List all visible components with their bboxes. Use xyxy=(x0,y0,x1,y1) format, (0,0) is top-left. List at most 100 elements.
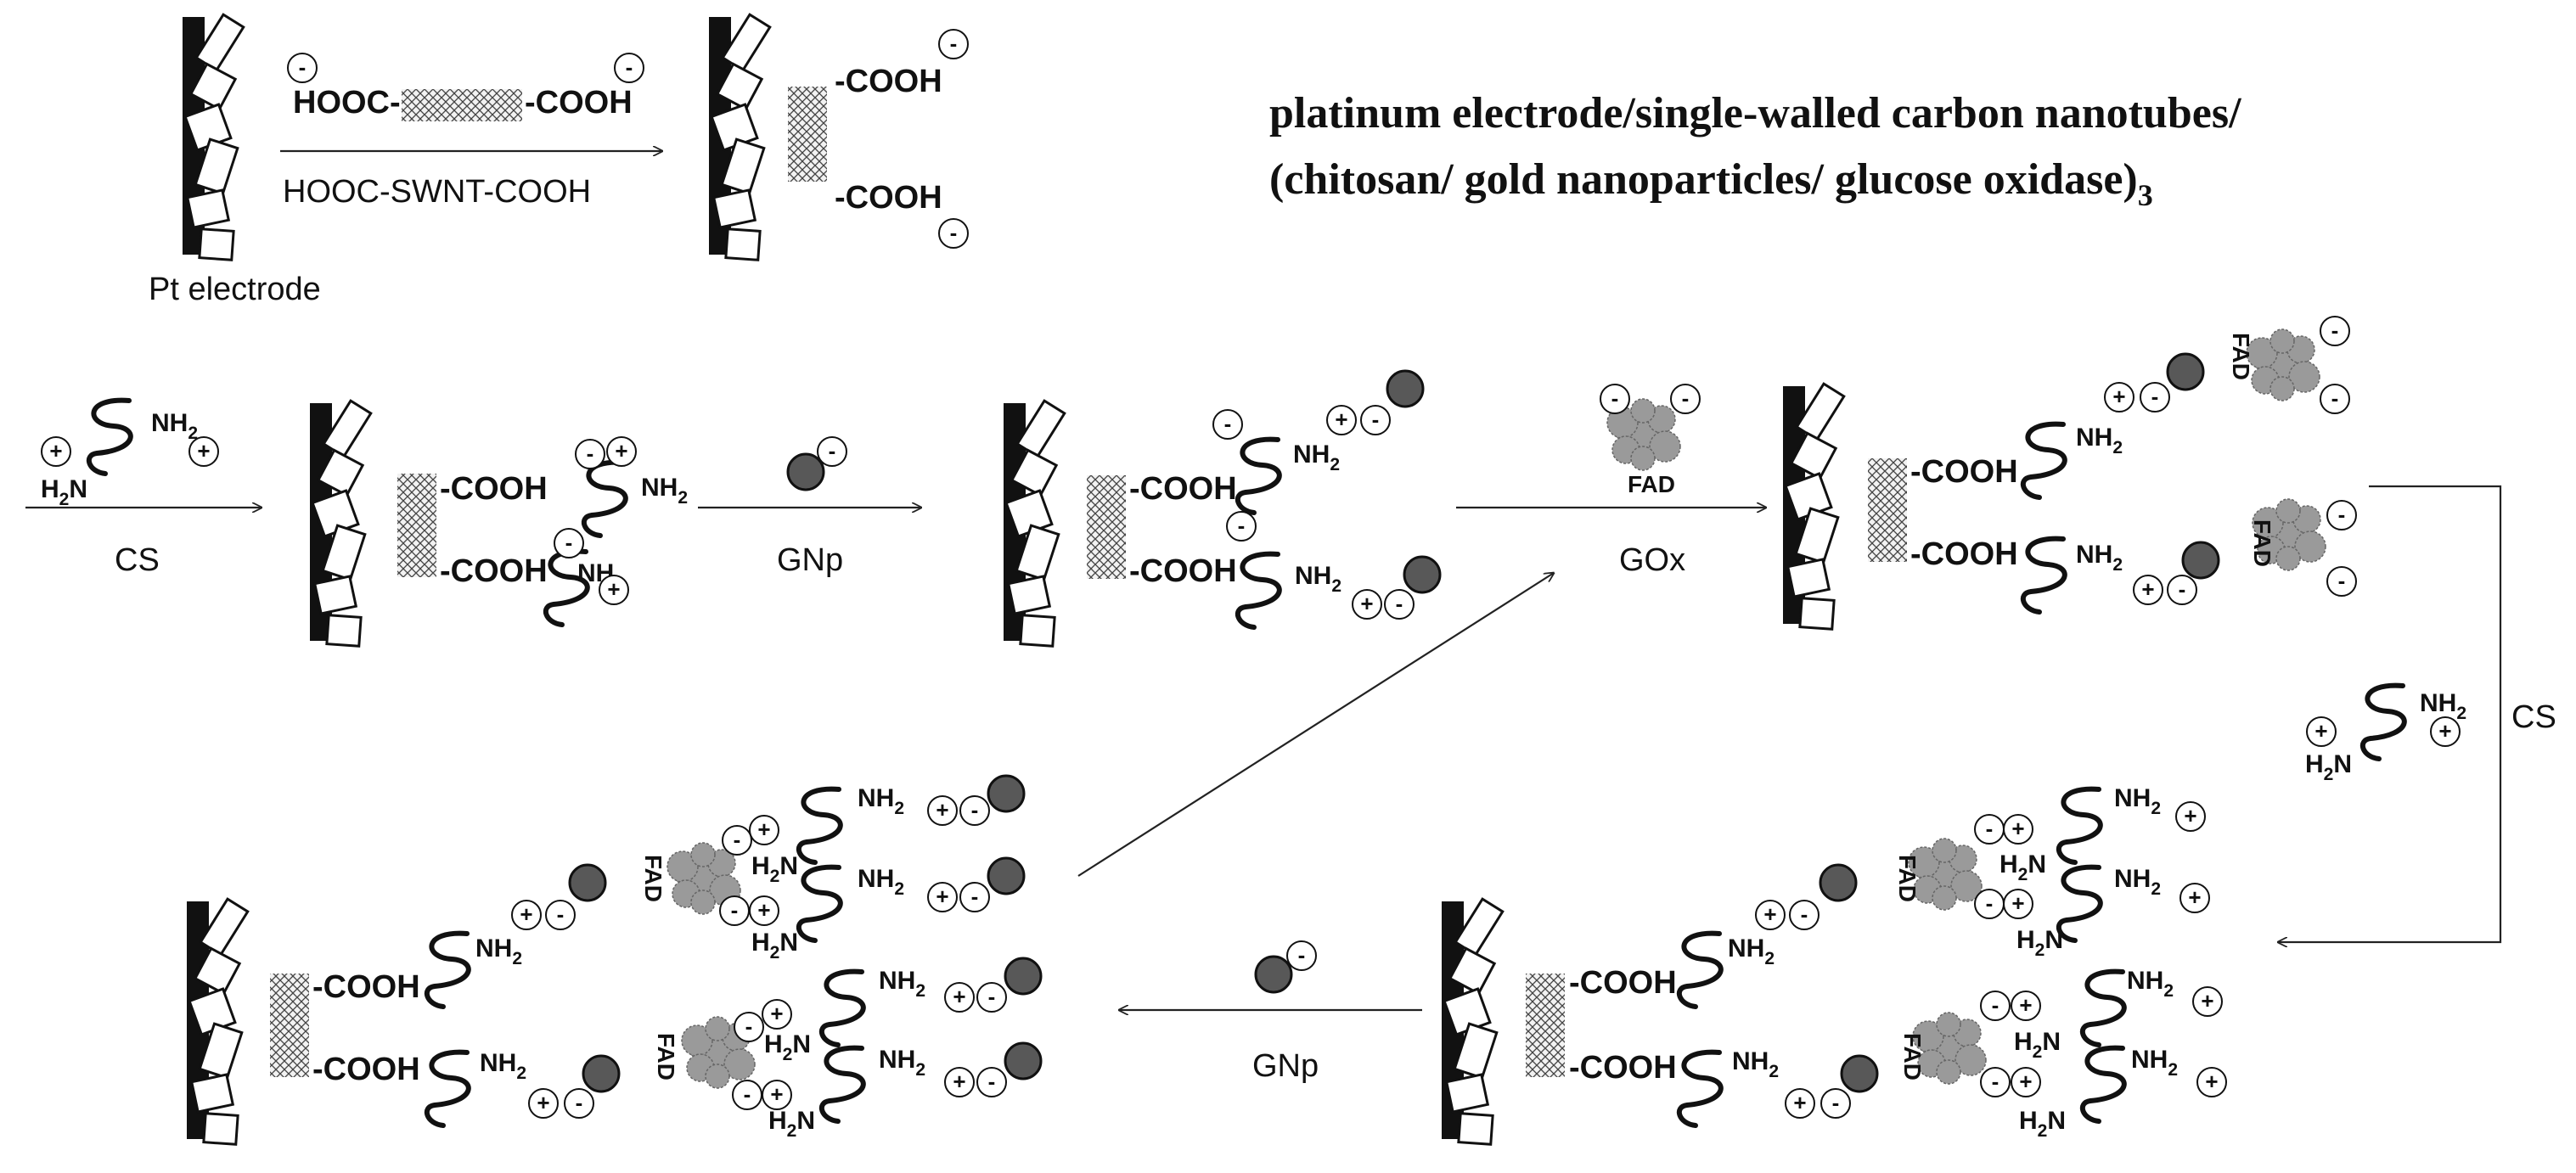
charge-circle xyxy=(528,1088,559,1119)
platinum-grain xyxy=(724,227,762,261)
platinum-grain xyxy=(202,1112,239,1146)
charge-sign: - xyxy=(988,1069,996,1094)
fad-label: FAD xyxy=(1894,855,1921,902)
cooh-label: -COOH xyxy=(440,471,548,507)
charge-sign: + xyxy=(2019,992,2032,1018)
charge-circle xyxy=(1326,405,1357,435)
label-cs-step-2: CS xyxy=(2511,699,2556,735)
cooh-label: -COOH xyxy=(1910,536,2018,572)
charge-sign: - xyxy=(1611,385,1619,411)
fad-label: FAD xyxy=(640,855,666,902)
charge-circle xyxy=(287,53,318,83)
enzyme-lobe xyxy=(1649,430,1681,463)
cooh-label: -COOH xyxy=(312,1052,420,1087)
nh2-label: NH2 xyxy=(1295,562,1341,596)
nh2-label: NH2 xyxy=(151,409,198,443)
h2n-label: H2N xyxy=(2016,926,2063,960)
reagent-swnt xyxy=(402,89,522,121)
enzyme-lobe xyxy=(690,842,716,867)
chitosan-chain xyxy=(2359,682,2407,761)
charge-circle xyxy=(1384,589,1415,620)
enzyme-lobe xyxy=(2269,376,2295,401)
charge-sign: - xyxy=(734,827,741,852)
enzyme-lobe xyxy=(2288,361,2320,393)
charge-sign: - xyxy=(745,1013,753,1039)
enzyme-lobe xyxy=(2275,498,2301,524)
charge-circle xyxy=(2192,986,2223,1017)
glucose-oxidase xyxy=(1908,838,1983,911)
charge-sign: - xyxy=(626,54,633,80)
fad-label: FAD xyxy=(2249,519,2275,567)
h2n-label: H2N xyxy=(764,1030,811,1064)
nh2-label: NH2 xyxy=(1732,1047,1779,1081)
charge-circle xyxy=(1352,589,1382,620)
chitosan-chain xyxy=(1676,1049,1724,1128)
gold-nanoparticle xyxy=(1254,955,1293,994)
gold-nanoparticle xyxy=(1840,1054,1879,1093)
chitosan-chain xyxy=(2079,1045,2127,1124)
charge-circle xyxy=(817,436,847,467)
charge-circle xyxy=(2175,801,2206,832)
cooh-label: -COOH xyxy=(1569,965,1677,1001)
charge-sign: + xyxy=(49,438,62,463)
charge-circle xyxy=(2133,575,2163,605)
charge-sign: + xyxy=(936,884,948,909)
chitosan-chain xyxy=(581,459,628,538)
cooh-label: -COOH xyxy=(1910,454,2018,490)
charge-sign: - xyxy=(2331,317,2339,343)
charge-circle xyxy=(944,982,975,1013)
label-gnp-step-1: GNp xyxy=(777,542,843,578)
chitosan-chain xyxy=(796,864,843,943)
chitosan-chain xyxy=(86,397,133,476)
charge-circle xyxy=(927,882,958,912)
platinum-grain xyxy=(198,1022,244,1080)
platinum-grain xyxy=(1448,946,1497,996)
charge-sign: + xyxy=(936,797,948,822)
charge-sign: - xyxy=(557,901,565,927)
h2n-label: H2N xyxy=(768,1107,815,1141)
enzyme-lobe xyxy=(1606,407,1639,439)
enzyme-lobe xyxy=(1932,885,1957,911)
nh2-label: NH2 xyxy=(858,865,904,899)
h2n-label: H2N xyxy=(2019,1107,2066,1141)
charge-sign: - xyxy=(1238,513,1246,538)
platinum-grain xyxy=(189,1073,235,1114)
charge-sign: + xyxy=(1793,1090,1806,1115)
chitosan-chain xyxy=(424,1049,471,1128)
charge-sign: - xyxy=(1986,816,1994,841)
charge-circle xyxy=(1820,1088,1851,1119)
platinum-grain xyxy=(198,227,235,261)
charge-sign: + xyxy=(757,897,770,923)
gold-nanoparticle xyxy=(1403,555,1442,594)
chitosan-chain xyxy=(796,786,843,865)
charge-sign: - xyxy=(1986,890,1994,916)
charge-circle xyxy=(1212,409,1243,440)
nh2-label: NH2 xyxy=(2131,1046,2178,1080)
gold-nanoparticle xyxy=(1004,957,1043,996)
chitosan-chain xyxy=(818,1045,866,1124)
h2n-label: H2N xyxy=(751,929,798,963)
enzyme-lobe xyxy=(1954,1044,1987,1076)
charge-circle xyxy=(2003,889,2033,919)
charge-circle xyxy=(606,436,637,467)
gold-nanoparticle xyxy=(786,452,825,491)
cooh-label: -COOH xyxy=(835,64,942,99)
charge-circle xyxy=(564,1088,594,1119)
gold-nanoparticle xyxy=(1386,369,1425,408)
gold-nanoparticle xyxy=(987,856,1026,895)
charge-circle xyxy=(511,900,542,930)
charge-sign: + xyxy=(2141,576,2154,602)
enzyme-lobe xyxy=(1936,1059,1961,1085)
platinum-grain xyxy=(1015,524,1060,581)
charge-circle xyxy=(599,575,629,605)
charge-sign: - xyxy=(1992,992,1999,1018)
enzyme-lobe xyxy=(2275,546,2301,571)
gold-nanoparticle xyxy=(568,863,607,902)
swnt-bundle xyxy=(788,87,827,182)
label-pt-electrode: Pt electrode xyxy=(149,272,321,307)
charge-sign: + xyxy=(953,1069,965,1094)
nh2-label: NH2 xyxy=(1728,934,1775,968)
charge-circle xyxy=(41,436,71,467)
reagent-hooc: HOOC- xyxy=(293,85,401,121)
